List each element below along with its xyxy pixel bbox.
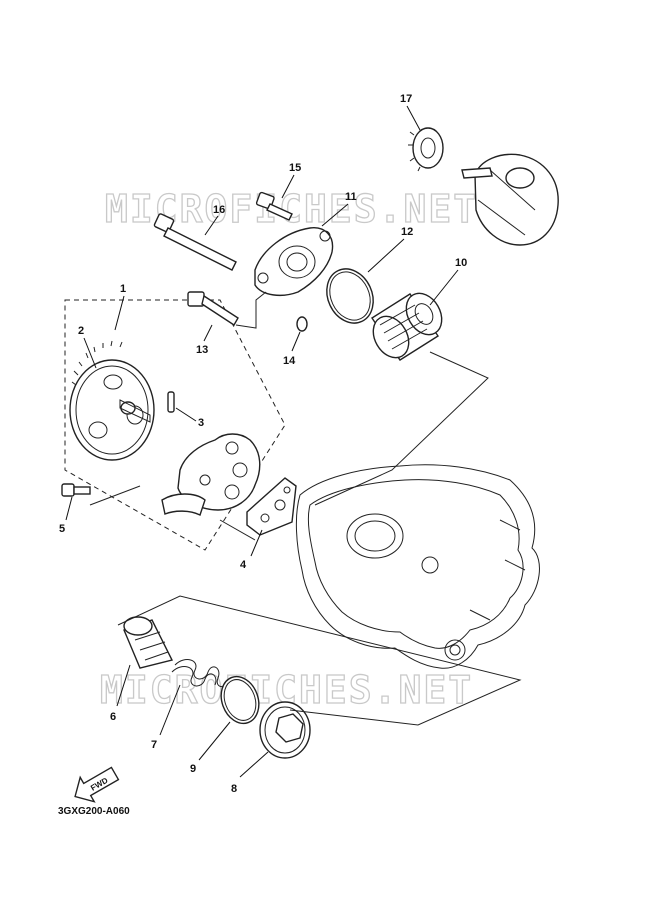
part-5-screw <box>61 483 91 497</box>
part-16-bolt <box>153 213 237 271</box>
callout-12: 12 <box>401 226 413 238</box>
leader-lines <box>65 105 459 778</box>
strainer-assembly-outline <box>117 595 522 726</box>
callout-6: 6 <box>110 711 116 723</box>
callout-2: 2 <box>78 325 84 337</box>
rotor-assembly <box>461 153 559 246</box>
callout-17: 17 <box>400 93 412 105</box>
callout-3: 3 <box>198 417 204 429</box>
callout-11: 11 <box>345 191 357 203</box>
part-8-drain-plug <box>259 701 311 759</box>
screw-bracket-line <box>89 485 141 506</box>
callout-8: 8 <box>231 783 237 795</box>
callout-14: 14 <box>283 355 296 367</box>
part-11-filter-cover <box>254 227 334 297</box>
crankcase-outline <box>295 464 540 669</box>
part-14-small-o-ring <box>296 316 308 332</box>
part-9-o-ring <box>220 675 260 725</box>
part-3-pin <box>167 391 175 413</box>
part-12-o-ring-inner <box>329 271 371 321</box>
callout-4: 4 <box>240 559 247 571</box>
part-7-spring <box>171 659 229 687</box>
pump-to-gasket-line <box>219 519 256 541</box>
part-15-bolt <box>255 191 293 221</box>
fwd-arrow-icon: FWD <box>74 766 120 803</box>
part-9-o-ring-inner <box>223 679 257 721</box>
part-13-bolt <box>187 291 239 326</box>
cover-bracket-line <box>235 291 267 329</box>
part-17-gear <box>408 127 444 172</box>
part-2-gear <box>69 340 155 461</box>
diagram-code: 3GXG200-A060 <box>58 806 130 817</box>
callout-15: 15 <box>289 162 301 174</box>
part-4-gasket <box>246 477 297 536</box>
filter-assembly-outline <box>314 351 489 506</box>
oil-pump-body <box>161 433 261 516</box>
callout-13: 13 <box>196 344 208 356</box>
callout-16: 16 <box>213 204 225 216</box>
callout-5: 5 <box>59 523 65 535</box>
part-6-strainer <box>123 616 174 669</box>
callout-7: 7 <box>151 739 157 751</box>
part-12-o-ring <box>326 268 374 324</box>
part-10-oil-filter <box>371 292 443 361</box>
callout-9: 9 <box>190 763 196 775</box>
callout-10: 10 <box>455 257 467 269</box>
callout-1: 1 <box>120 283 126 295</box>
